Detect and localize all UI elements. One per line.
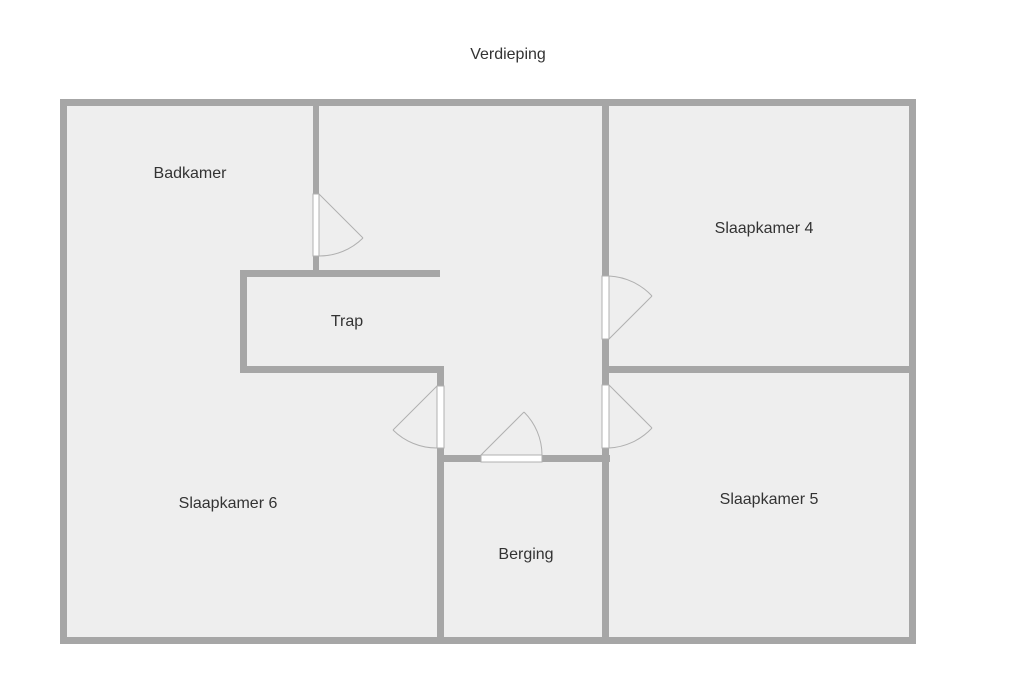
room-label-slaapkamer-5: Slaapkamer 5 [720, 491, 819, 508]
room-label-slaapkamer-4: Slaapkamer 4 [715, 220, 814, 237]
room-label-berging: Berging [498, 546, 553, 563]
room-label-slaapkamer-6: Slaapkamer 6 [179, 495, 278, 512]
wall-trap-left [240, 270, 247, 373]
door-slaapkamer-4 [601, 275, 653, 340]
room-label-trap: Trap [331, 313, 363, 330]
wall-s6-lower [437, 448, 444, 644]
door-badkamer [312, 193, 364, 257]
wall-outer-left [60, 99, 67, 644]
room-label-badkamer: Badkamer [154, 165, 228, 182]
wall-badkamer-lower [313, 256, 319, 276]
wall-center-2 [602, 339, 609, 385]
wall-berging-top-left [437, 455, 481, 462]
walls [60, 99, 916, 644]
wall-center-1 [602, 99, 609, 276]
door-slaapkamer-6 [392, 385, 445, 449]
wall-trap-top [240, 270, 440, 277]
wall-s6-upper [437, 366, 444, 386]
wall-center-3 [602, 448, 609, 644]
wall-outer-bottom [60, 637, 916, 644]
wall-badkamer-upper [313, 99, 319, 194]
wall-outer-top [60, 99, 916, 106]
page-title: Verdieping [470, 46, 546, 63]
wall-trap-bottom [240, 366, 444, 373]
door-berging [480, 411, 543, 463]
wall-berging-top-right [542, 455, 610, 462]
wall-s4-s5 [602, 366, 916, 373]
doors [312, 193, 653, 463]
door-slaapkamer-5 [601, 384, 653, 449]
